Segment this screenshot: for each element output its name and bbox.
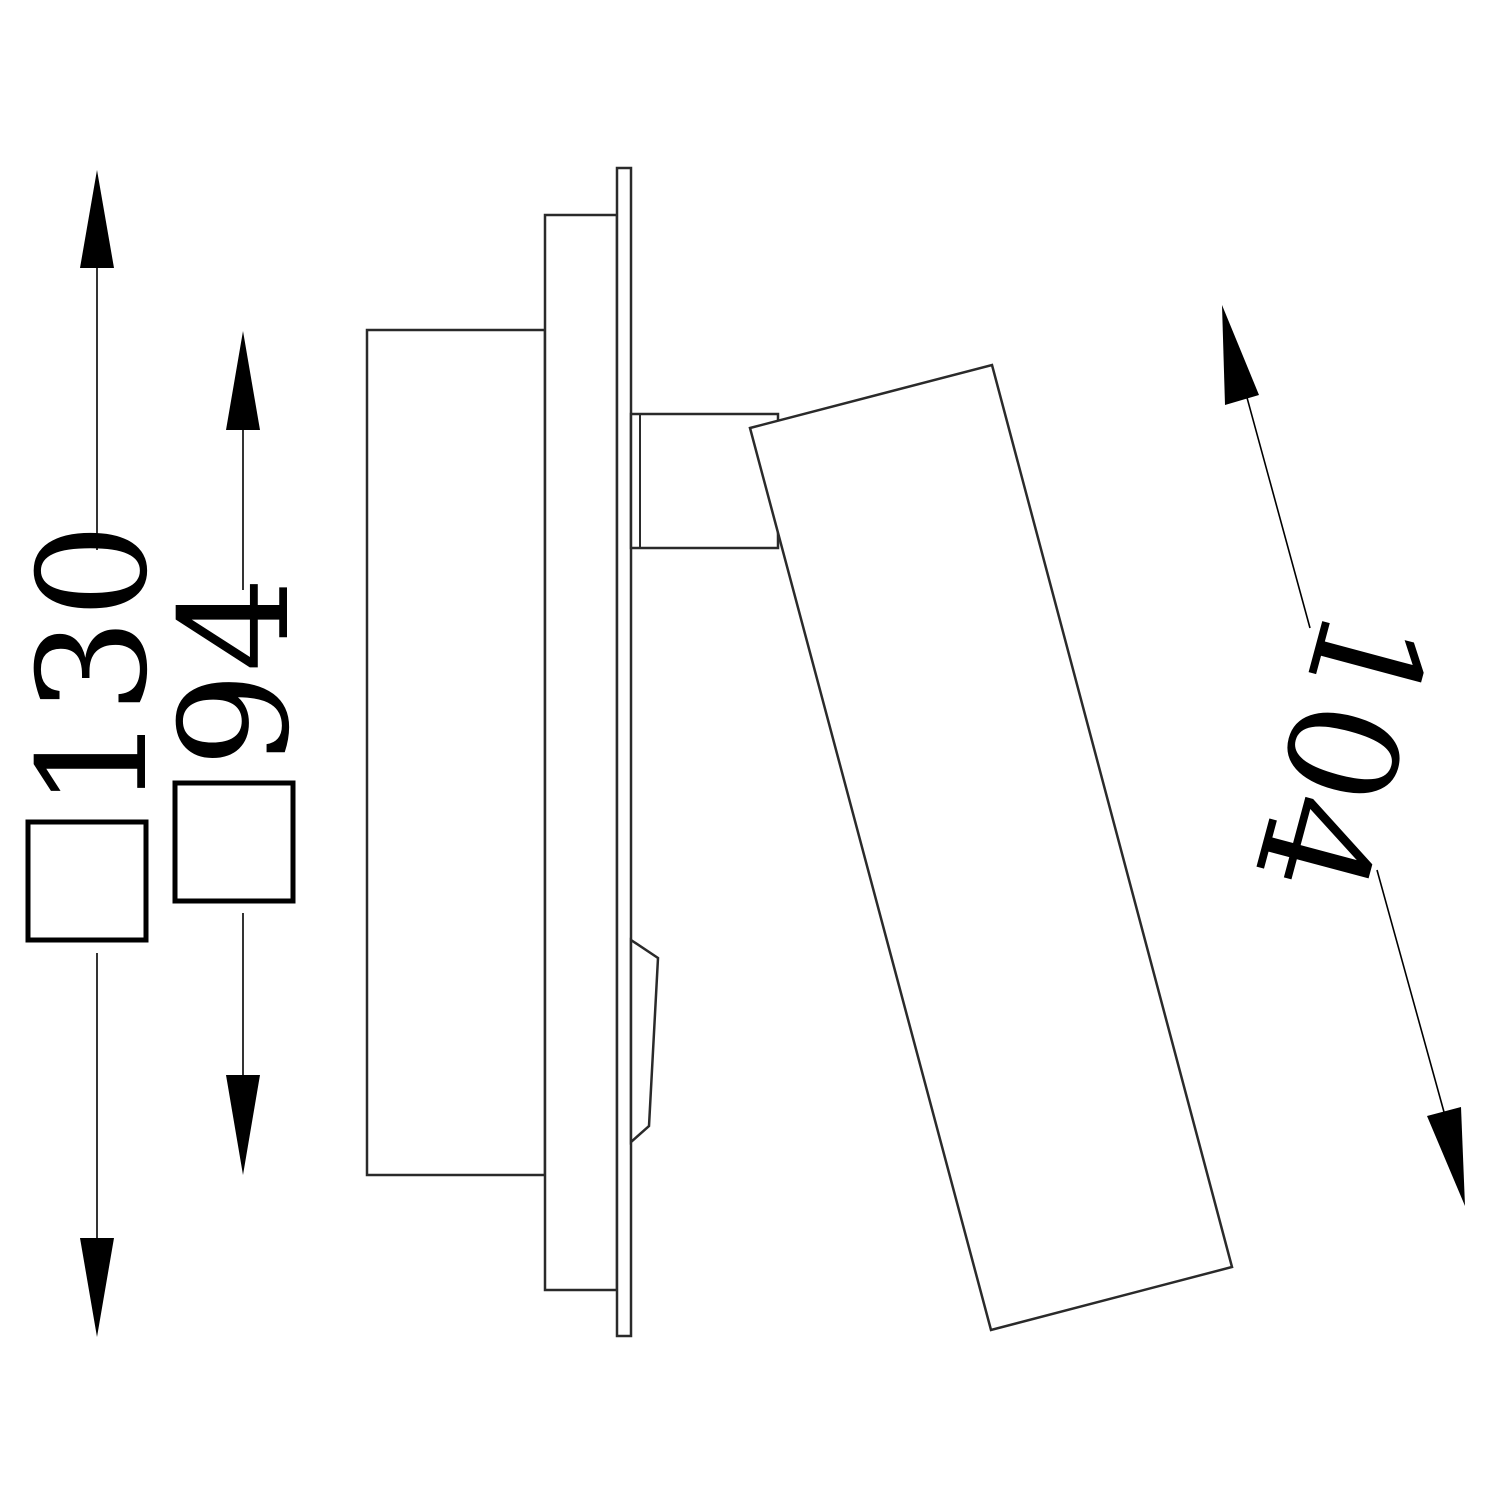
- dimension-overall-height: 130: [7, 170, 181, 1337]
- arrow-down-icon: [226, 1075, 260, 1175]
- dimension-label-104: 104: [1219, 591, 1461, 913]
- arrow-down-icon: [1427, 1107, 1465, 1206]
- rocker-switch: [629, 937, 660, 1145]
- square-symbol-icon: [25, 819, 149, 943]
- spotlight-head: [748, 363, 1234, 1332]
- dimension-label-130: 130: [7, 523, 181, 809]
- arrow-up-icon: [1222, 305, 1259, 405]
- front-plate: [615, 166, 633, 1338]
- dim-line-104-bottom: [1376, 869, 1445, 1113]
- mounting-plate: [543, 213, 619, 1292]
- arrow-up-icon: [226, 331, 260, 430]
- dim-line-104-top: [1239, 371, 1311, 629]
- arrow-up-icon: [80, 170, 114, 268]
- dimension-head-length: 104: [1219, 305, 1465, 1206]
- dimension-label-94: 94: [149, 577, 323, 768]
- square-symbol-icon: [172, 780, 296, 904]
- dimension-inner-height: 94: [149, 331, 323, 1175]
- arrow-down-icon: [80, 1238, 114, 1337]
- product-outline: [365, 166, 1234, 1338]
- rear-housing: [365, 328, 547, 1177]
